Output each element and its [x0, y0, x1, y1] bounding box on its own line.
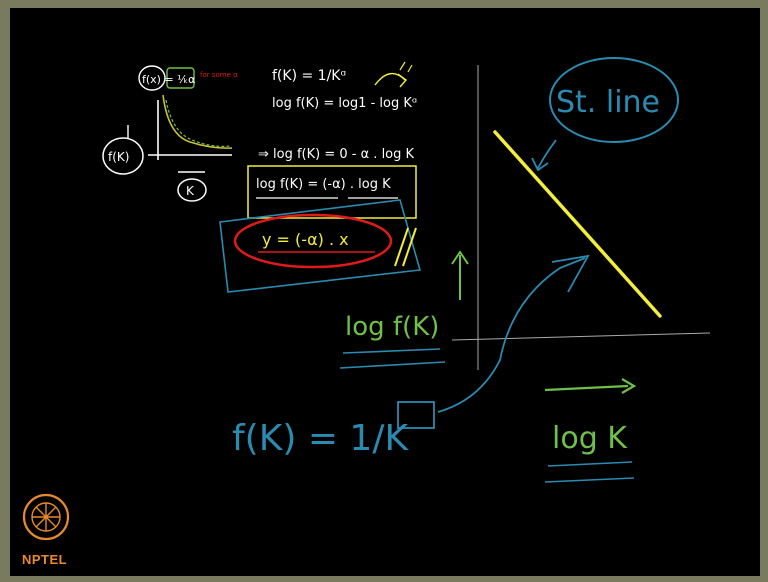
callout-oval — [549, 57, 679, 143]
right-plot-x-label: log K — [552, 421, 628, 456]
boxed-equation-frame — [247, 165, 417, 219]
derivation-line-1: f(K) = 1/Kᵅ — [272, 68, 346, 84]
x-label-arrow — [544, 384, 629, 392]
small-plot-y-label: f(K) — [108, 150, 129, 164]
x-label-underline-2 — [544, 477, 635, 483]
right-plot: St. line log f(K) log K — [339, 57, 711, 483]
nptel-logo-text: NPTEL — [22, 552, 68, 567]
small-plot: f(x) = ¹⁄ₖα for some α f(K) K — [102, 65, 238, 202]
nptel-logo-spokes — [32, 503, 60, 531]
nptel-logo — [22, 493, 70, 541]
exponent-arrow — [374, 72, 408, 88]
derivation-line-4: log f(K) = (-α) . log K — [256, 177, 391, 192]
fx-box — [166, 67, 195, 89]
callout-arrow — [531, 139, 557, 172]
y-label-underline-1 — [342, 348, 441, 354]
y-label-underline-2 — [339, 361, 446, 369]
note-for-some-alpha: for some α — [200, 71, 238, 79]
x-label-arrowhead — [621, 378, 637, 394]
blackboard — [10, 8, 760, 576]
formula-to-line-arrow — [437, 257, 586, 413]
exponent-marks — [399, 61, 413, 73]
exponent-blank-box — [397, 401, 435, 429]
callout-st-line: St. line — [556, 85, 660, 120]
parallel-mark-2 — [402, 227, 417, 267]
parallel-mark-1 — [394, 227, 409, 267]
fk-y-label-circle — [102, 137, 144, 175]
right-plot-y-label: log f(K) — [345, 312, 439, 342]
right-plot-x-axis — [451, 332, 711, 341]
derivation: f(K) = 1/Kᵅ log f(K) = log1 - log Kᵅ ⇒ l… — [219, 61, 422, 293]
bottom-formula-group: f(K) = 1/K — [232, 254, 590, 459]
small-plot-x-label: K — [186, 184, 195, 198]
k-x-label-circle — [177, 178, 207, 202]
x-label-underline-1 — [547, 461, 633, 467]
derivation-line-2: log f(K) = log1 - log Kᵅ — [272, 96, 417, 111]
small-plot-fit-curve — [165, 99, 231, 147]
fx-box-label: f(x) = ¹⁄ₖα — [142, 73, 195, 86]
fx-circle — [138, 65, 166, 91]
small-plot-decay-curve — [162, 94, 233, 149]
blue-bracket-box — [219, 199, 422, 293]
derivation-line-5: y = (-α) . x — [262, 230, 349, 249]
bottom-formula: f(K) = 1/K — [232, 418, 409, 459]
derivation-line-3: ⇒ log f(K) = 0 - α . log K — [258, 147, 415, 162]
straight-line-plot — [493, 130, 662, 318]
nptel-logo-ring — [22, 493, 70, 541]
y-label-arrowhead — [451, 250, 469, 265]
red-oval — [233, 213, 393, 269]
formula-arrowhead — [551, 254, 590, 293]
